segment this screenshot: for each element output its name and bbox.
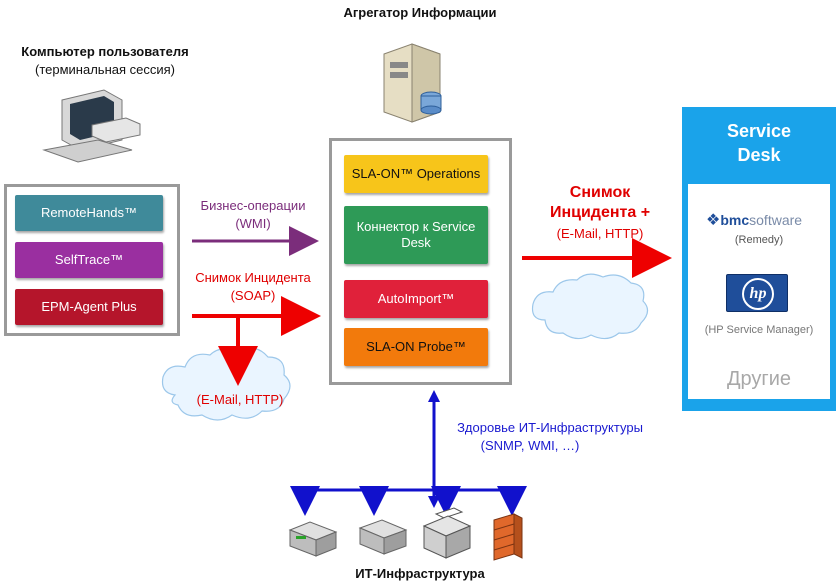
cloud-icon [161, 347, 291, 421]
service-desk-connector-module: Коннектор к Service Desk [344, 206, 488, 264]
hp-logo-icon: hp [726, 274, 788, 312]
remotehands-module: RemoteHands™ [15, 195, 163, 231]
incident-snapshot-protocol: (SOAP) [230, 288, 276, 303]
others-label: Другие [726, 368, 792, 390]
autoimport-module: AutoImport™ [344, 280, 488, 318]
server-icon [383, 43, 442, 123]
to-sd-label-1: Снимок [569, 184, 631, 201]
router-icon [288, 521, 338, 557]
user-pc-title: Компьютер пользователя [21, 44, 189, 59]
service-desk-products: ❖bmcsoftware (Remedy) hp (HP Service Man… [688, 184, 830, 399]
epm-agent-module: EPM-Agent Plus [15, 289, 163, 325]
service-desk-title-2: Desk [737, 145, 781, 165]
selftrace-module: SelfTrace™ [15, 242, 163, 278]
infra-health-protocol: (SNMP, WMI, …) [480, 438, 580, 453]
sla-on-operations-module: SLA-ON™ Operations [344, 155, 488, 193]
to-sd-protocol: (E-Mail, HTTP) [556, 226, 644, 241]
aggregator-title: Агрегатор Информации [343, 5, 497, 20]
printer-icon [422, 507, 472, 559]
switch-icon [358, 519, 408, 555]
infra-health-label: Здоровье ИТ-Инфраструктуры [457, 420, 643, 435]
bmc-caption: (Remedy) [734, 234, 784, 246]
incident-snapshot-label: Снимок Инцидента [195, 270, 311, 285]
business-ops-label: Бизнес-операции [200, 198, 306, 213]
infrastructure-title: ИТ-Инфраструктура [355, 566, 485, 581]
pc-icon [42, 89, 141, 163]
to-sd-label-2: Инцидента + [549, 204, 651, 221]
firewall-icon [493, 513, 523, 561]
service-desk-panel: Service Desk ❖bmcsoftware (Remedy) hp (H… [682, 107, 836, 411]
service-desk-title-1: Service [726, 121, 792, 141]
bmc-logo-icon: ❖bmcsoftware [706, 212, 803, 229]
email-cloud-label: (E-Mail, HTTP) [196, 392, 284, 407]
user-pc-subtitle: (терминальная сессия) [35, 62, 175, 77]
cloud-icon [531, 273, 649, 340]
hp-caption: (HP Service Manager) [704, 324, 814, 336]
business-ops-protocol: (WMI) [235, 216, 271, 231]
sla-on-probe-module: SLA-ON Probe™ [344, 328, 488, 366]
